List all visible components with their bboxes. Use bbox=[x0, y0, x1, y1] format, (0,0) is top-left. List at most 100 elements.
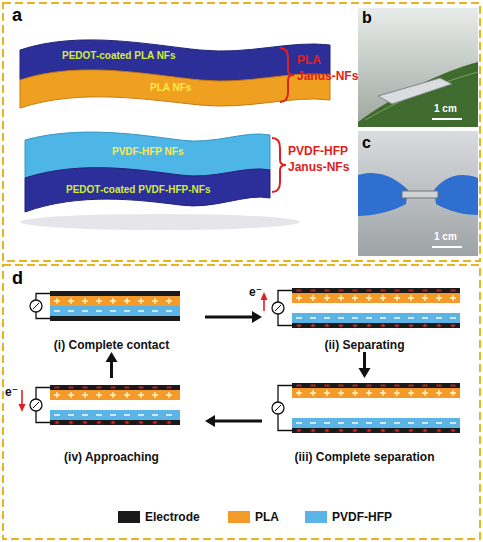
state-illustration bbox=[30, 291, 180, 321]
charge-row bbox=[292, 293, 460, 303]
pvdf-hfp-layer bbox=[292, 313, 460, 323]
glove bbox=[434, 175, 478, 215]
bracket-label: Janus-NFs bbox=[297, 70, 358, 84]
ammeter-needle bbox=[33, 402, 39, 408]
charge-row bbox=[292, 388, 460, 398]
electron-arrow-head bbox=[19, 404, 26, 412]
layer-label: PEDOT-coated PVDF-HFP-NFs bbox=[66, 184, 210, 196]
arrow-head bbox=[106, 352, 118, 362]
charge-row bbox=[292, 313, 460, 323]
ammeter-needle bbox=[33, 303, 39, 309]
scale-bar bbox=[432, 118, 462, 120]
charge-row bbox=[292, 323, 460, 328]
panel-frame bbox=[3, 265, 480, 539]
legend-label: Electrode bbox=[145, 509, 200, 525]
flow-arrow bbox=[106, 352, 118, 378]
pvdf-hfp-layer bbox=[50, 306, 180, 316]
bracket bbox=[272, 138, 286, 192]
pla-layer bbox=[292, 293, 460, 303]
state-panel: (ii) Separating bbox=[262, 282, 467, 352]
film bbox=[402, 191, 438, 198]
state-label: (i) Complete contact bbox=[18, 338, 205, 352]
pla-layer bbox=[50, 296, 180, 306]
ammeter-symbol bbox=[272, 302, 284, 314]
legend-label: PLA bbox=[255, 509, 279, 525]
electrode bbox=[50, 420, 180, 425]
arrow-head bbox=[205, 415, 215, 427]
legend-swatch bbox=[305, 511, 327, 523]
charge-row bbox=[50, 385, 180, 390]
panel-frame bbox=[3, 3, 480, 261]
charge-row bbox=[292, 418, 460, 428]
arrow-line bbox=[205, 316, 252, 319]
electrode bbox=[292, 288, 460, 293]
state-illustration bbox=[30, 385, 180, 425]
ammeter-needle bbox=[275, 405, 281, 411]
panel-label: c bbox=[362, 134, 371, 152]
charge-row bbox=[50, 296, 180, 306]
film bbox=[378, 78, 452, 104]
state-panel: (iv) Approaching bbox=[18, 378, 205, 464]
state-text-box: (ii) Separating bbox=[262, 338, 467, 352]
arrow-line bbox=[215, 420, 262, 423]
state-label: (ii) Separating bbox=[262, 338, 467, 352]
flow-arrow bbox=[205, 311, 262, 323]
photo-background bbox=[358, 131, 478, 256]
layer-label: PEDOT-coated PLA NFs bbox=[62, 50, 176, 62]
state-panel: (iii) Complete separation bbox=[262, 378, 467, 464]
panel-label: b bbox=[362, 9, 372, 27]
bracket bbox=[280, 48, 294, 102]
ammeter-symbol bbox=[272, 402, 284, 414]
charge-row bbox=[50, 390, 180, 400]
arrow-line bbox=[110, 362, 113, 378]
leaf bbox=[358, 62, 478, 127]
electron-label: e⁻ bbox=[5, 386, 18, 400]
charge-row bbox=[292, 288, 460, 293]
pvdf-hfp-layer bbox=[292, 418, 460, 428]
pvdf-hfp-layer bbox=[50, 410, 180, 420]
electrode bbox=[50, 291, 180, 296]
legend-swatch bbox=[118, 511, 140, 523]
state-label: (iii) Complete separation bbox=[262, 450, 467, 464]
bracket-label: PLA bbox=[297, 54, 321, 68]
scale-bar bbox=[432, 246, 462, 248]
shadow bbox=[20, 214, 300, 230]
pla-layer bbox=[292, 388, 460, 398]
electrode bbox=[50, 385, 180, 390]
electron-arrow bbox=[21, 390, 23, 405]
bracket-label: Janus-NFs bbox=[288, 161, 349, 175]
scale-label: 1 cm bbox=[434, 231, 457, 243]
legend-label: PVDF-HFP bbox=[332, 509, 392, 525]
state-text-box: (iii) Complete separation bbox=[262, 450, 467, 464]
charge-row bbox=[50, 306, 180, 316]
charge-row bbox=[292, 428, 460, 433]
panel-label: a bbox=[12, 5, 22, 26]
state-illustration bbox=[272, 383, 460, 433]
state-label: (iv) Approaching bbox=[18, 450, 205, 464]
electrode bbox=[292, 428, 460, 433]
pla-layer bbox=[50, 390, 180, 400]
arrow-line bbox=[363, 352, 366, 368]
ammeter-needle bbox=[275, 305, 281, 311]
state-text-box: (iv) Approaching bbox=[18, 450, 205, 464]
ammeter-symbol bbox=[30, 399, 42, 411]
ammeter-symbol bbox=[30, 300, 42, 312]
layer-label: PVDF-HFP NFs bbox=[112, 146, 184, 158]
photo-background bbox=[358, 8, 478, 127]
leaf-vein bbox=[365, 72, 478, 120]
electron-label: e⁻ bbox=[249, 286, 262, 300]
legend-swatch bbox=[228, 511, 250, 523]
state-panel: (i) Complete contact bbox=[18, 282, 205, 352]
charge-row bbox=[50, 410, 180, 420]
charge-row bbox=[292, 383, 460, 388]
layer-label: PLA NFs bbox=[150, 82, 191, 94]
glove bbox=[358, 173, 408, 216]
panel-label: d bbox=[12, 268, 23, 289]
electron-arrow bbox=[263, 299, 265, 311]
state-text-box: (i) Complete contact bbox=[18, 338, 205, 352]
scale-label: 1 cm bbox=[434, 103, 457, 115]
pedot-pvdf-hfp-layer bbox=[25, 168, 270, 212]
flow-arrow bbox=[359, 352, 371, 378]
